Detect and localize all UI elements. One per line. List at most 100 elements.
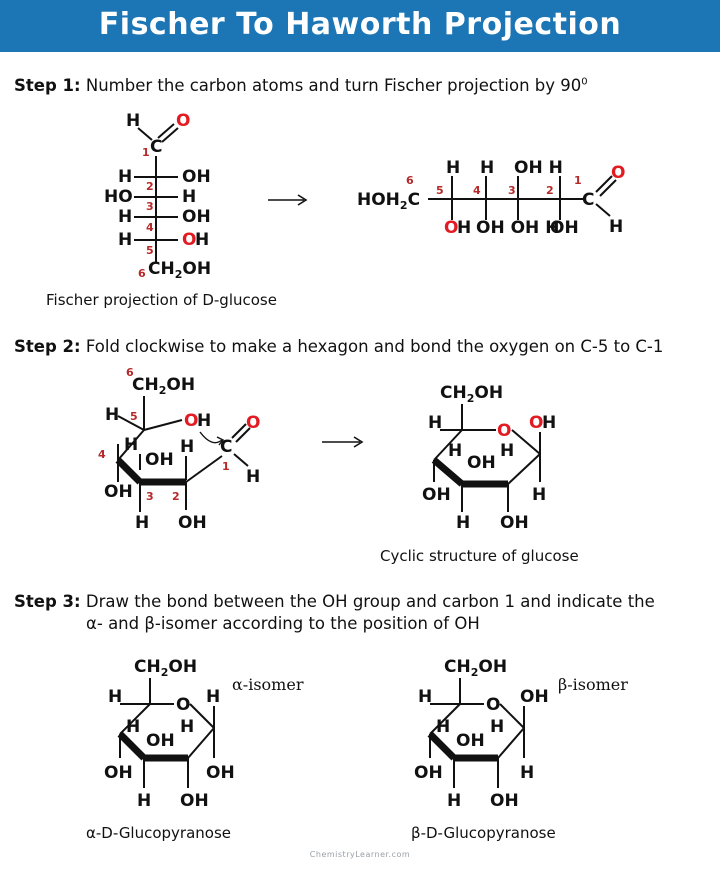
atom-o: O: [184, 411, 198, 431]
atom-h: H: [542, 413, 556, 433]
atom-oh-h: OH H: [514, 158, 563, 178]
step-1-text: Number the carbon atoms and turn Fischer…: [85, 76, 582, 95]
carbon-number: 3: [146, 200, 154, 213]
atom-h: H: [126, 111, 140, 131]
atom-o: O: [611, 163, 625, 183]
atom-o: O: [497, 421, 511, 441]
beta-caption: β-D-Glucopyranose: [411, 824, 556, 842]
atom-h: H: [126, 717, 140, 737]
atom-oh: OH: [467, 453, 496, 473]
step-3-text: Draw the bond between the OH group and c…: [85, 592, 655, 611]
carbon-number: 1: [222, 460, 230, 473]
carbon-number: 1: [574, 174, 582, 187]
arrow-right: [268, 194, 308, 206]
carbon-number: 5: [130, 410, 138, 423]
carbon-number: 1: [142, 146, 150, 159]
atom-h: H: [105, 405, 119, 425]
atom-o: O: [246, 413, 260, 433]
atom-oh: OH: [182, 167, 211, 187]
atom-oh: OH: [422, 485, 451, 505]
carbon-number: 5: [146, 244, 154, 257]
atom-oh: OH: [180, 791, 209, 811]
atom-oh: OH: [145, 450, 174, 470]
atom-ch2oh: CH2OH: [444, 657, 507, 679]
atom-h: H: [108, 687, 122, 707]
atom-h: H: [428, 413, 442, 433]
atom-h: H: [180, 437, 194, 457]
atom-h: H: [609, 217, 623, 237]
atom-oh: OH: [104, 482, 133, 502]
atom-h: H: [520, 763, 534, 783]
atom-o: O: [444, 218, 458, 238]
atom-h: H: [457, 218, 471, 238]
carbon-number: 5: [436, 184, 444, 197]
atom-h: H: [456, 513, 470, 533]
cyclic-caption: Cyclic structure of glucose: [380, 547, 579, 565]
atom-h: H: [500, 441, 514, 461]
atom-oh: OH: [550, 218, 579, 238]
atom-oh: OH: [500, 513, 529, 533]
atom-oh: OH: [414, 763, 443, 783]
step-1-label: Step 1:: [14, 76, 81, 95]
carbon-number: 4: [98, 448, 106, 461]
carbon-number: 3: [508, 184, 516, 197]
atom-oh: OH: [182, 207, 211, 227]
atom-o: O: [176, 111, 190, 131]
atom-h: H: [195, 230, 209, 250]
atom-h: H: [446, 158, 460, 178]
atom-h: H: [436, 717, 450, 737]
atom-ch2oh: CH2OH: [134, 657, 197, 679]
atom-h: H: [118, 230, 132, 250]
atom-h: H: [532, 485, 546, 505]
atom-h: H: [124, 435, 138, 455]
atom-c: C: [150, 137, 162, 157]
atom-h: H: [180, 717, 194, 737]
fischer-caption: Fischer projection of D-glucose: [46, 291, 277, 309]
title-banner: [0, 0, 720, 52]
atom-oh: OH: [178, 513, 207, 533]
atom-h: H: [197, 411, 211, 431]
atom-c: C: [220, 437, 232, 457]
atom-h: H: [418, 687, 432, 707]
carbon-number: 3: [146, 490, 154, 503]
atom-h: H: [137, 791, 151, 811]
atom-oh: OH: [456, 731, 485, 751]
alpha-isomer-label: α-isomer: [232, 675, 304, 694]
folded-chain: 6 CH2OH 5 H O H 4 H OH H OH 3 2 H OH C 1…: [98, 366, 260, 533]
atom-h: H: [447, 791, 461, 811]
carbon-number: 4: [473, 184, 481, 197]
atom-h: H: [480, 158, 494, 178]
atom-ch2oh: CH2OH: [132, 375, 195, 397]
step-3-label: Step 3:: [14, 592, 81, 611]
step-2-text: Fold clockwise to make a hexagon and bon…: [85, 337, 664, 356]
atom-h: H: [118, 207, 132, 227]
step-3: Step 3: Draw the bond between the OH gro…: [14, 592, 655, 611]
page-title: Fischer To Haworth Projection: [98, 7, 622, 42]
atom-h: H: [182, 187, 196, 207]
step-1-degree: 0: [581, 76, 588, 88]
atom-o: O: [486, 695, 500, 715]
carbon-number: 6: [406, 174, 414, 187]
atom-o: O: [529, 413, 543, 433]
atom-oh: OH: [490, 791, 519, 811]
alpha-glucopyranose: CH2OH H O H H OH H OH OH H OH α-isomer: [104, 657, 304, 811]
carbon-number: 6: [126, 366, 134, 379]
atom-ch2oh: CH2OH: [440, 383, 503, 405]
atom-h: H: [246, 467, 260, 487]
atom-ch2oh: CH2OH: [148, 259, 211, 281]
step-3-text-line2: α- and β-isomer according to the positio…: [86, 614, 480, 633]
atom-oh: OH: [104, 763, 133, 783]
cyclic-glucose: CH2OH H O O H H OH H H OH H OH: [422, 383, 556, 533]
atom-h: H: [118, 167, 132, 187]
atom-o: O: [176, 695, 190, 715]
atom-ho: HO: [104, 187, 133, 207]
atom-oh: OH: [520, 687, 549, 707]
alpha-caption: α-D-Glucopyranose: [86, 824, 232, 842]
carbon-number: 6: [138, 267, 146, 280]
open-chain-glucose: 6 HOH2C H 5 O H H 4 3 OH OH H OH H 2 OH …: [357, 158, 625, 238]
carbon-number: 2: [546, 184, 554, 197]
atom-o: O: [182, 230, 196, 250]
fischer-projection: H O 1 C H OH 2 HO H 3 H OH 4 H O H 5 6 C…: [104, 111, 211, 281]
arrow-right: [322, 436, 364, 448]
